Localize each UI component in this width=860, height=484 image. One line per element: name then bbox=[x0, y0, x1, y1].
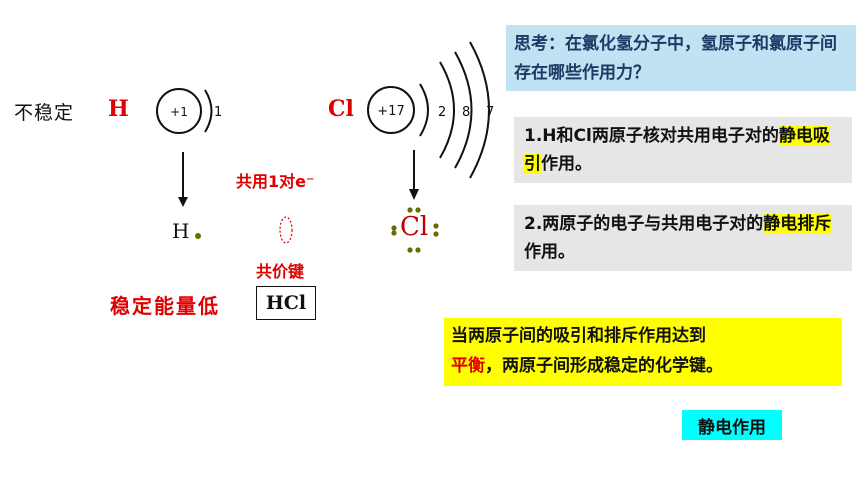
conclusion-line1: 当两原子间的吸引和排斥作用达到 bbox=[451, 326, 706, 346]
point1-prefix: 1.H和Cl两原子核对共用电子对的 bbox=[524, 126, 779, 146]
point1-card: 1.H和Cl两原子核对共用电子对的静电吸引作用。 bbox=[514, 117, 852, 183]
h-electron-dot bbox=[195, 233, 201, 239]
point2-suffix: 作用。 bbox=[524, 242, 575, 262]
shared-pair-ellipse bbox=[279, 216, 293, 244]
h-shell-arc bbox=[204, 89, 213, 133]
conclusion-box: 当两原子间的吸引和排斥作用达到 平衡，两原子间形成稳定的化学键。 bbox=[444, 318, 842, 386]
point2-prefix: 2.两原子的电子与共用电子对的 bbox=[524, 214, 764, 234]
question-box: 思考：在氯化氢分子中，氢原子和氯原子间存在哪些作用力？ bbox=[506, 25, 856, 91]
h-arrowhead bbox=[178, 197, 188, 207]
cl-electron-dot bbox=[407, 207, 413, 213]
cl-shell-arc-1 bbox=[419, 83, 429, 137]
cl-arrowhead bbox=[409, 189, 419, 200]
cl-shell-count-1: 2 bbox=[438, 105, 446, 120]
cl-nucleus-charge: +17 bbox=[377, 104, 404, 119]
cl-shell-arc-4 bbox=[469, 41, 490, 179]
cl-nucleus-circle bbox=[367, 86, 415, 134]
cl-shell-arc-2 bbox=[439, 61, 455, 159]
covalent-bond-label: 共价键 bbox=[256, 262, 305, 281]
shared-pair-label: 共用1对e⁻ bbox=[236, 172, 315, 191]
cl-electron-dot bbox=[433, 223, 439, 229]
point2-highlight: 静电排斥 bbox=[763, 214, 832, 234]
cl-symbol: Cl bbox=[328, 96, 354, 122]
conclusion-keyword: 平衡 bbox=[451, 356, 485, 376]
cl-electron-dot bbox=[433, 231, 439, 237]
h-shell-count: 1 bbox=[214, 105, 222, 120]
cl-shell-count-2: 8 bbox=[462, 105, 470, 120]
h-symbol: H bbox=[108, 96, 129, 122]
point2-card: 2.两原子的电子与共用电子对的静电排斥作用。 bbox=[514, 205, 852, 271]
cl-electron-dot bbox=[391, 225, 397, 231]
electrostatic-label: 静电作用 bbox=[682, 410, 782, 440]
hcl-formula-box: HCl bbox=[256, 286, 316, 320]
conclusion-line2: ，两原子间形成稳定的化学键。 bbox=[485, 356, 723, 376]
cl-shell-arc-3 bbox=[454, 51, 473, 169]
cl-electron-dot bbox=[415, 247, 421, 253]
cl-dot-symbol: Cl bbox=[400, 212, 429, 242]
cl-electron-dot bbox=[415, 207, 421, 213]
cl-electron-dot bbox=[407, 247, 413, 253]
h-nucleus-circle bbox=[156, 88, 202, 134]
unstable-label: 不稳定 bbox=[14, 102, 75, 124]
low-energy-label: 稳定能量低 bbox=[110, 294, 220, 318]
point1-suffix: 作用。 bbox=[541, 154, 592, 174]
h-dot-symbol: H bbox=[172, 219, 190, 243]
hcl-formula: HCl bbox=[265, 292, 307, 314]
cl-electron-dot bbox=[391, 230, 397, 236]
h-nucleus-charge: +1 bbox=[170, 105, 188, 119]
cl-shell-count-3: 7 bbox=[486, 105, 494, 120]
